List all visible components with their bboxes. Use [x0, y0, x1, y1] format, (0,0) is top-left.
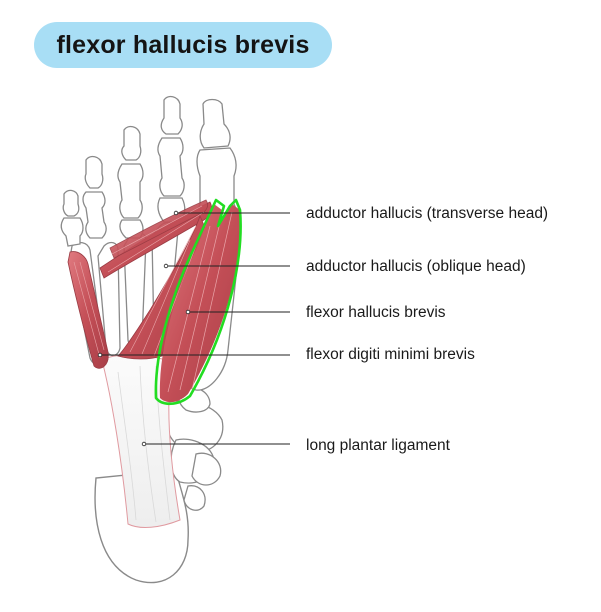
flexor-digiti-minimi-brevis-shape: [67, 251, 109, 369]
label-adductor-hallucis-transverse: adductor hallucis (transverse head): [306, 205, 549, 222]
title-banner: flexor hallucis brevis: [34, 22, 332, 68]
flexor-hallucis-brevis-shape: [154, 198, 242, 406]
highlight-outline: [154, 198, 242, 406]
leader-dots: [97, 210, 191, 447]
label-flexor-hallucis-brevis: flexor hallucis brevis: [306, 304, 446, 321]
diagram-title: flexor hallucis brevis: [56, 30, 310, 59]
label-adductor-hallucis-oblique: adductor hallucis (oblique head): [306, 258, 526, 275]
leader-lines: [100, 212, 290, 445]
label-flexor-digiti-minimi-brevis: flexor digiti minimi brevis: [306, 346, 475, 363]
label-long-plantar-ligament: long plantar ligament: [306, 437, 450, 454]
